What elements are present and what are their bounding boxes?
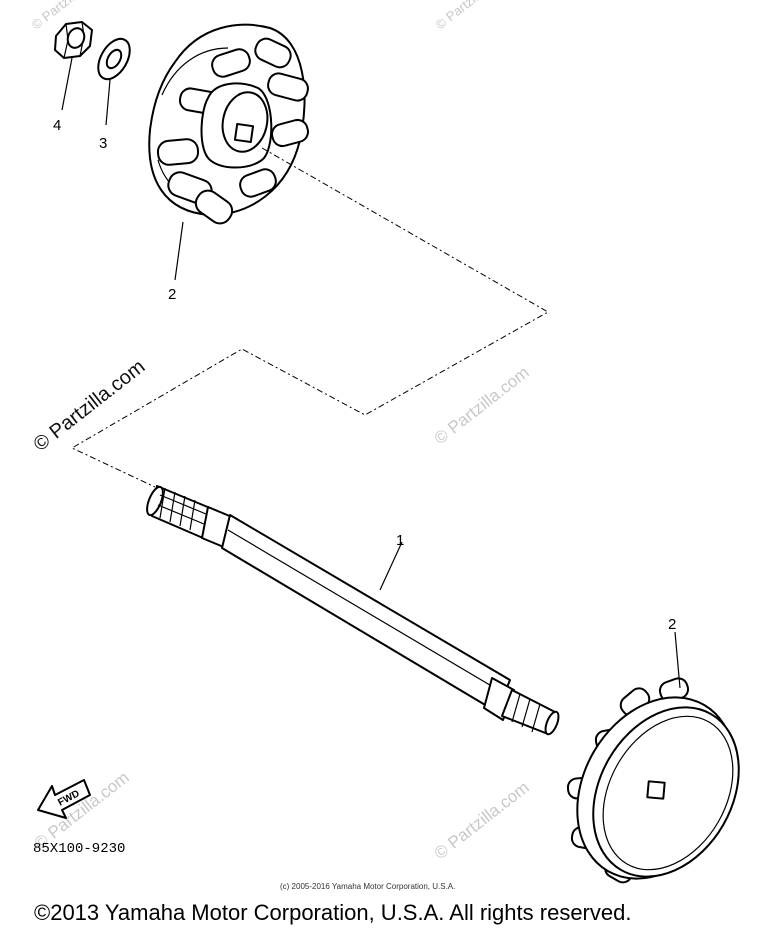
callout-shaft: 1 <box>396 532 404 549</box>
callout-impeller-top: 2 <box>168 286 176 303</box>
fwd-arrow-icon: FWD <box>37 779 91 819</box>
impeller-bottom-part: 2 <box>566 616 740 884</box>
diagram-code: 85X100-9230 <box>33 841 125 857</box>
impeller-top-part: 2 <box>148 23 309 303</box>
callout-nut: 4 <box>53 117 61 134</box>
callout-washer: 3 <box>99 135 107 152</box>
callout-impeller-bottom: 2 <box>668 616 676 633</box>
washer-part: 3 <box>97 37 131 152</box>
watermark: © Partzilla.com <box>431 778 533 864</box>
copyright-small: (c) 2005-2016 Yamaha Motor Corporation, … <box>280 882 455 891</box>
watermark: © Partzilla.com <box>431 363 533 449</box>
nut-part: 4 <box>53 21 93 134</box>
watermark: © Partzilla.com <box>433 0 511 32</box>
shaft-part: 1 <box>146 485 560 736</box>
watermark-prominent: © Partzilla.com <box>30 356 150 456</box>
assembly-lines <box>70 147 550 488</box>
copyright-large: ©2013 Yamaha Motor Corporation, U.S.A. A… <box>34 900 631 925</box>
